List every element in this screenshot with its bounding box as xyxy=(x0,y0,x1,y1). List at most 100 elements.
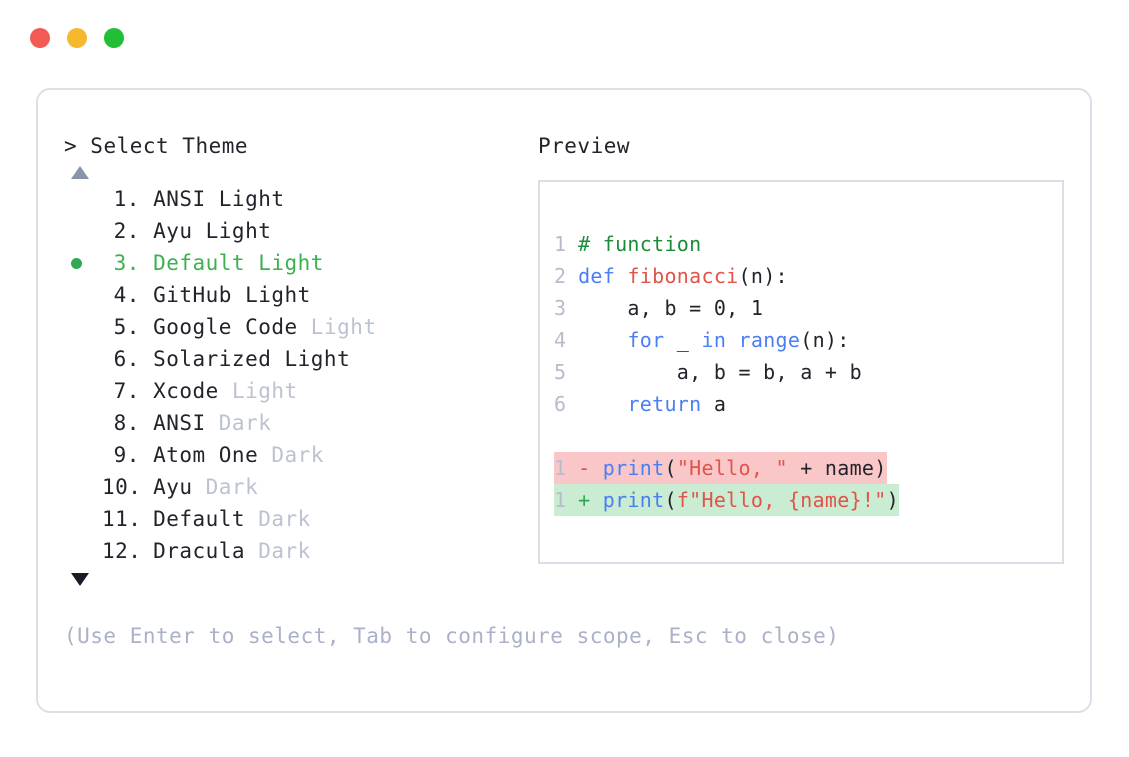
theme-list-item[interactable]: 7. Xcode Light xyxy=(64,375,524,407)
code-token: ( xyxy=(664,488,677,512)
theme-item-variant: Light xyxy=(245,283,311,307)
code-token: for xyxy=(627,328,665,352)
theme-item-variant: Light xyxy=(218,187,285,211)
theme-item-name: ANSI xyxy=(139,411,219,435)
code-token: "Hello, " xyxy=(676,456,788,480)
theme-item-index: 4. xyxy=(113,283,140,307)
theme-item-variant: Light xyxy=(284,347,351,371)
line-number: 6 xyxy=(554,392,567,416)
theme-item-name: Atom One xyxy=(139,443,272,467)
maximize-window-icon[interactable] xyxy=(104,28,124,48)
theme-list-item[interactable]: 2. Ayu Light xyxy=(64,215,524,247)
theme-list-item[interactable]: 11. Default Dark xyxy=(64,503,524,535)
code-token: # function xyxy=(578,232,702,256)
code-token xyxy=(578,328,627,352)
scroll-down-icon[interactable] xyxy=(71,573,89,586)
theme-item-index: 12. xyxy=(102,539,142,563)
code-line: 1 # function xyxy=(554,228,701,260)
theme-item-name: Ayu xyxy=(139,219,206,243)
theme-item-name: Solarized xyxy=(139,347,285,371)
close-window-icon[interactable] xyxy=(30,28,50,48)
theme-item-name: Default xyxy=(139,251,259,275)
scroll-up-icon[interactable] xyxy=(71,166,89,179)
code-token: print xyxy=(602,488,665,512)
theme-item-variant: Dark xyxy=(258,539,311,563)
code-token: fibonacci xyxy=(627,264,739,288)
diff-line-del: 1- print("Hello, " + name) xyxy=(554,452,887,484)
diff-sign: + xyxy=(578,488,603,512)
theme-item-name: Xcode xyxy=(139,379,232,403)
code-line: 3 a, b = 0, 1 xyxy=(554,292,763,324)
theme-item-variant: Light xyxy=(205,219,272,243)
code-token: a, b = b, a + b xyxy=(578,360,862,384)
code-token: ( xyxy=(664,456,677,480)
code-token: f"Hello, {name}!" xyxy=(676,488,887,512)
preview-label: Preview xyxy=(538,134,631,158)
theme-list-item[interactable]: 3. Default Light xyxy=(64,247,524,279)
code-line: 5 a, b = b, a + b xyxy=(554,356,862,388)
theme-list-item[interactable]: 6. Solarized Light xyxy=(64,343,524,375)
line-number: 1 xyxy=(554,456,567,480)
code-token: ) xyxy=(886,488,899,512)
theme-item-variant: Dark xyxy=(258,507,311,531)
code-token: (n): xyxy=(738,264,788,288)
theme-item-variant: Dark xyxy=(271,443,324,467)
code-token: _ xyxy=(664,328,702,352)
theme-item-variant: Light xyxy=(231,379,298,403)
code-line: 2 def fibonacci(n): xyxy=(554,260,788,292)
theme-list-item[interactable]: 1. ANSI Light xyxy=(64,183,524,215)
window-controls xyxy=(30,28,124,48)
theme-item-name: Ayu xyxy=(139,475,206,499)
code-line: 4 for _ in range(n): xyxy=(554,324,850,356)
theme-list-item[interactable]: 4. GitHub Light xyxy=(64,279,524,311)
theme-list-item[interactable]: 8. ANSI Dark xyxy=(64,407,524,439)
code-token: (n): xyxy=(800,328,850,352)
code-token: 0 xyxy=(713,296,727,320)
theme-list-item[interactable]: 9. Atom One Dark xyxy=(64,439,524,471)
line-number: 1 xyxy=(554,488,567,512)
theme-item-index: 10. xyxy=(102,475,142,499)
theme-item-name: Default xyxy=(139,507,259,531)
theme-item-name: ANSI xyxy=(139,187,219,211)
line-number: 1 xyxy=(554,232,567,256)
theme-item-variant: Dark xyxy=(205,475,259,499)
theme-item-index: 7. xyxy=(113,379,140,403)
code-token: def xyxy=(578,264,628,288)
theme-item-index: 1. xyxy=(113,187,140,211)
prompt-caret-icon: > xyxy=(64,134,91,158)
theme-item-index: 9. xyxy=(113,443,140,467)
theme-item-variant: Light xyxy=(258,251,324,275)
diff-line-add: 1 + print(f"Hello, {name}!") xyxy=(554,484,899,516)
minimize-window-icon[interactable] xyxy=(67,28,87,48)
theme-list-item[interactable]: 5. Google Code Light xyxy=(64,311,524,343)
theme-list-item[interactable]: 12. Dracula Dark xyxy=(64,535,524,567)
line-number: 2 xyxy=(554,264,567,288)
code-token: return xyxy=(627,392,702,416)
theme-item-index: 2. xyxy=(113,219,140,243)
diff-sign: - xyxy=(578,456,603,480)
line-number: 4 xyxy=(554,328,567,352)
theme-item-variant: Light xyxy=(310,315,377,339)
theme-list-item[interactable]: 10. Ayu Dark xyxy=(64,471,524,503)
theme-item-index: 8. xyxy=(113,411,140,435)
keyboard-hint: (Use Enter to select, Tab to configure s… xyxy=(64,624,840,648)
code-token: + name) xyxy=(787,456,887,480)
theme-item-index: 5. xyxy=(113,315,140,339)
theme-item-name: GitHub xyxy=(139,283,246,307)
theme-item-variant: Dark xyxy=(218,411,272,435)
code-token: in xyxy=(701,328,739,352)
code-token: a xyxy=(701,392,727,416)
theme-item-index: 6. xyxy=(113,347,140,371)
code-token: print xyxy=(602,456,665,480)
theme-item-index: 3. xyxy=(113,251,140,275)
code-token: 1 xyxy=(750,296,764,320)
code-line: 6 return a xyxy=(554,388,726,420)
selected-indicator-icon xyxy=(71,258,82,269)
